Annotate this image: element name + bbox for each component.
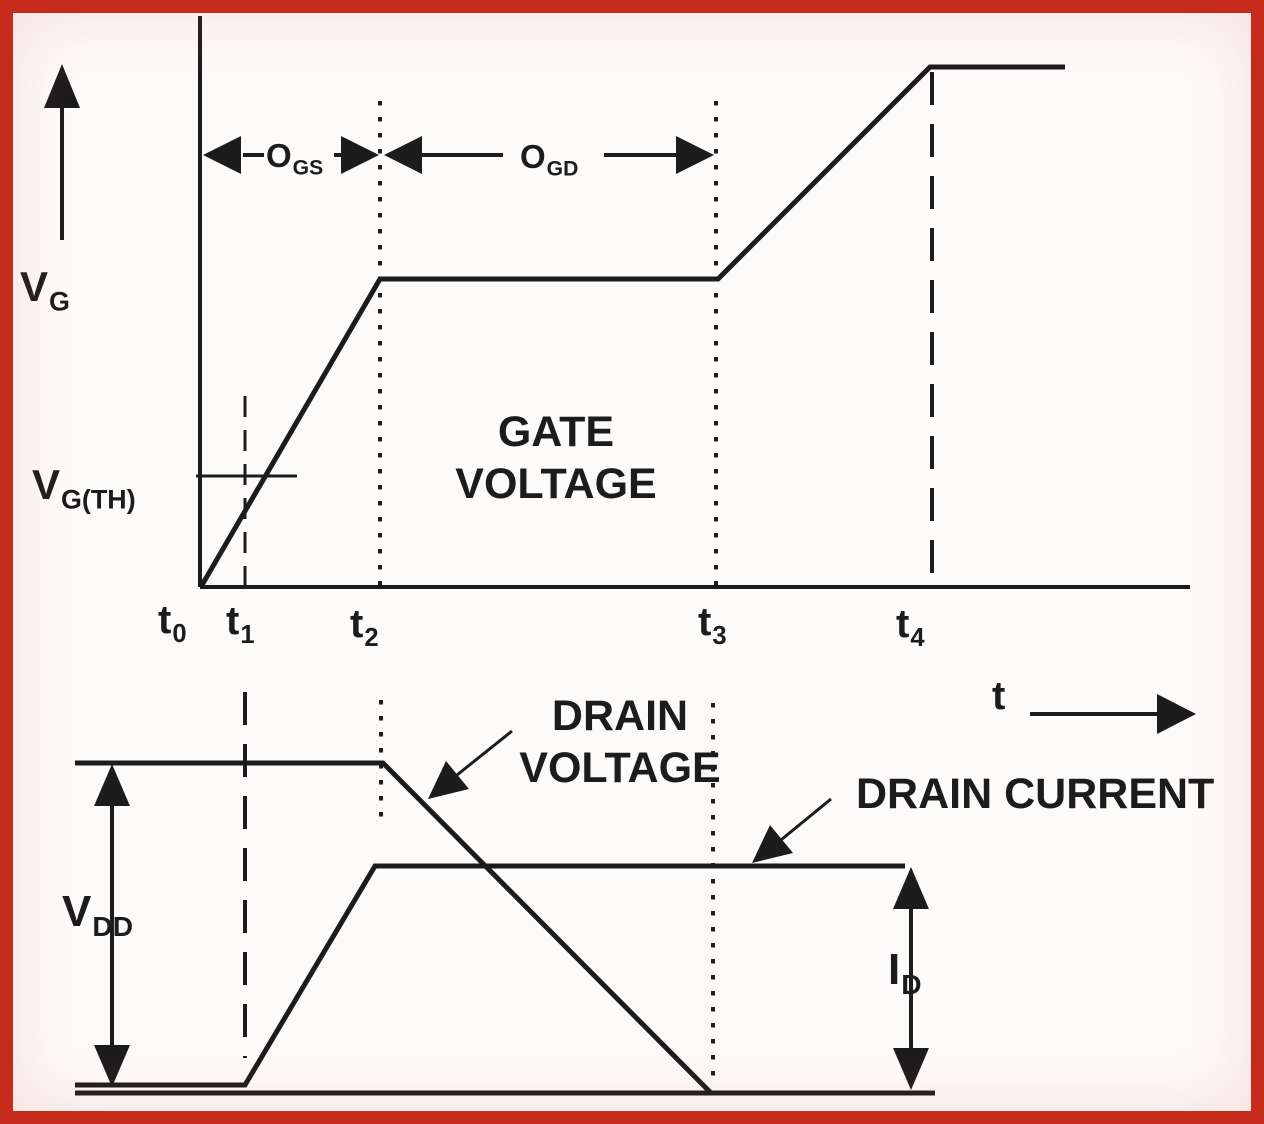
- right-arrow-icon: [676, 136, 714, 174]
- tick-label-t0: t0: [158, 598, 187, 649]
- vdd-label: VDD: [62, 887, 134, 943]
- drain-voltage-label: DRAIN VOLTAGE: [519, 692, 721, 792]
- left-arrow-icon: [384, 136, 422, 174]
- down-arrow-icon: [94, 1045, 130, 1087]
- gate-voltage-label: GATE VOLTAGE: [455, 408, 657, 508]
- down-left-arrow-icon: [428, 761, 469, 799]
- time-axis-label: t: [992, 674, 1006, 718]
- up-arrow-icon: [893, 867, 929, 909]
- qgs-label: OGS: [266, 137, 324, 180]
- tick-label-t4: t4: [896, 602, 925, 653]
- id-label: ID: [888, 945, 922, 1001]
- tick-label-t3: t3: [698, 600, 727, 651]
- qgd-label: OGD: [520, 138, 579, 181]
- drain-voltage-pointer-shaft: [451, 729, 513, 781]
- drain-current-label: DRAIN CURRENT: [856, 770, 1215, 818]
- drain-current-pointer-shaft: [775, 797, 832, 846]
- down-left-arrow-icon: [752, 825, 793, 863]
- vg-axis-label: VG: [20, 263, 70, 317]
- tick-label-t2: t2: [350, 602, 379, 653]
- drain-voltage-waveform: [75, 760, 713, 1095]
- down-arrow-icon: [893, 1048, 929, 1090]
- up-arrow-icon: [94, 764, 130, 806]
- drain-current-waveform: [75, 863, 905, 1088]
- right-arrow-icon: [1157, 694, 1196, 734]
- vgth-label: VG(TH): [32, 461, 136, 515]
- left-arrow-icon: [203, 136, 241, 174]
- up-arrow-icon: [44, 64, 80, 108]
- right-arrow-icon: [341, 136, 379, 174]
- tick-label-t1: t1: [226, 599, 255, 650]
